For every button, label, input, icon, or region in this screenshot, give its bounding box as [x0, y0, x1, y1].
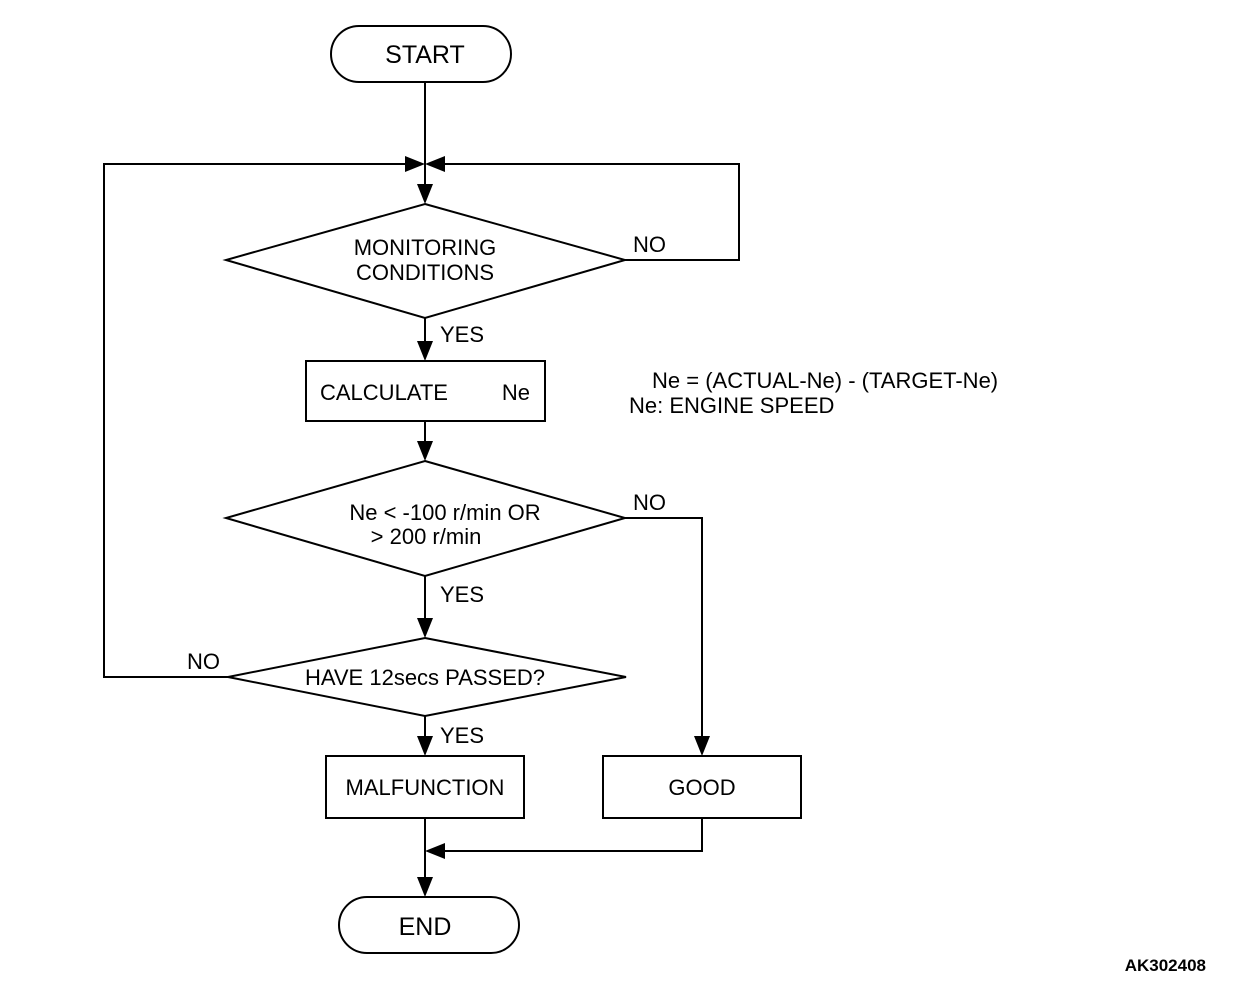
figure-id: AK302408: [1125, 956, 1206, 975]
end-terminal: END: [338, 896, 520, 954]
label-threshold-yes: YES: [440, 582, 484, 607]
decision-ne-threshold: Ne < -100 r/min OR > 200 r/min: [222, 459, 629, 578]
result-good-label: GOOD: [668, 775, 735, 800]
decision-time-passed: HAVE 12secs PASSED?: [227, 636, 627, 718]
result-malfunction-label: MALFUNCTION: [346, 775, 505, 800]
start-terminal: START: [330, 25, 512, 83]
arrowhead-loop-left: [405, 156, 425, 172]
arrowhead-into-end: [417, 877, 433, 897]
process-calculate-label: CALCULATE: [320, 380, 448, 405]
connector-monitoring-no-loop: [445, 163, 740, 261]
connectors: [103, 82, 740, 881]
note-definition: Ne: ENGINE SPEED: [629, 393, 834, 418]
decision-monitoring-line2: CONDITIONS: [356, 260, 494, 285]
label-time-yes: YES: [440, 723, 484, 748]
process-calculate-variable: Ne: [502, 380, 530, 405]
start-label: START: [385, 41, 465, 69]
decision-threshold-line2: > 200 r/min: [371, 524, 482, 549]
arrowhead-into-malfunction: [417, 736, 433, 756]
label-monitoring-yes: YES: [440, 322, 484, 347]
process-calculate: CALCULATE Ne: [305, 360, 546, 422]
note-formula: Ne = (ACTUAL-Ne) - (TARGET-Ne): [652, 368, 998, 393]
arrowhead-into-calculate: [417, 341, 433, 361]
connector-threshold-no-to-good: [625, 517, 703, 740]
arrowhead-join: [425, 843, 445, 859]
decision-threshold-line1: Ne < -100 r/min OR: [349, 500, 540, 525]
label-monitoring-no: NO: [633, 232, 666, 257]
arrowhead-loop-right: [425, 156, 445, 172]
result-good: GOOD: [602, 755, 802, 819]
arrowhead-into-time: [417, 618, 433, 638]
arrowhead-into-monitoring: [417, 184, 433, 204]
label-threshold-no: NO: [633, 490, 666, 515]
end-label: END: [399, 913, 452, 941]
arrowhead-into-threshold: [417, 441, 433, 461]
connector-good-to-end: [445, 818, 703, 852]
label-time-no: NO: [187, 649, 220, 674]
arrowhead-into-good: [694, 736, 710, 756]
connector-time-no-loop: [103, 163, 405, 678]
result-malfunction: MALFUNCTION: [325, 755, 525, 819]
decision-time-label: HAVE 12secs PASSED?: [305, 665, 545, 690]
decision-monitoring-line1: MONITORING: [354, 235, 497, 260]
arrowheads: [405, 156, 710, 897]
decision-monitoring-conditions: MONITORING CONDITIONS: [222, 202, 629, 320]
